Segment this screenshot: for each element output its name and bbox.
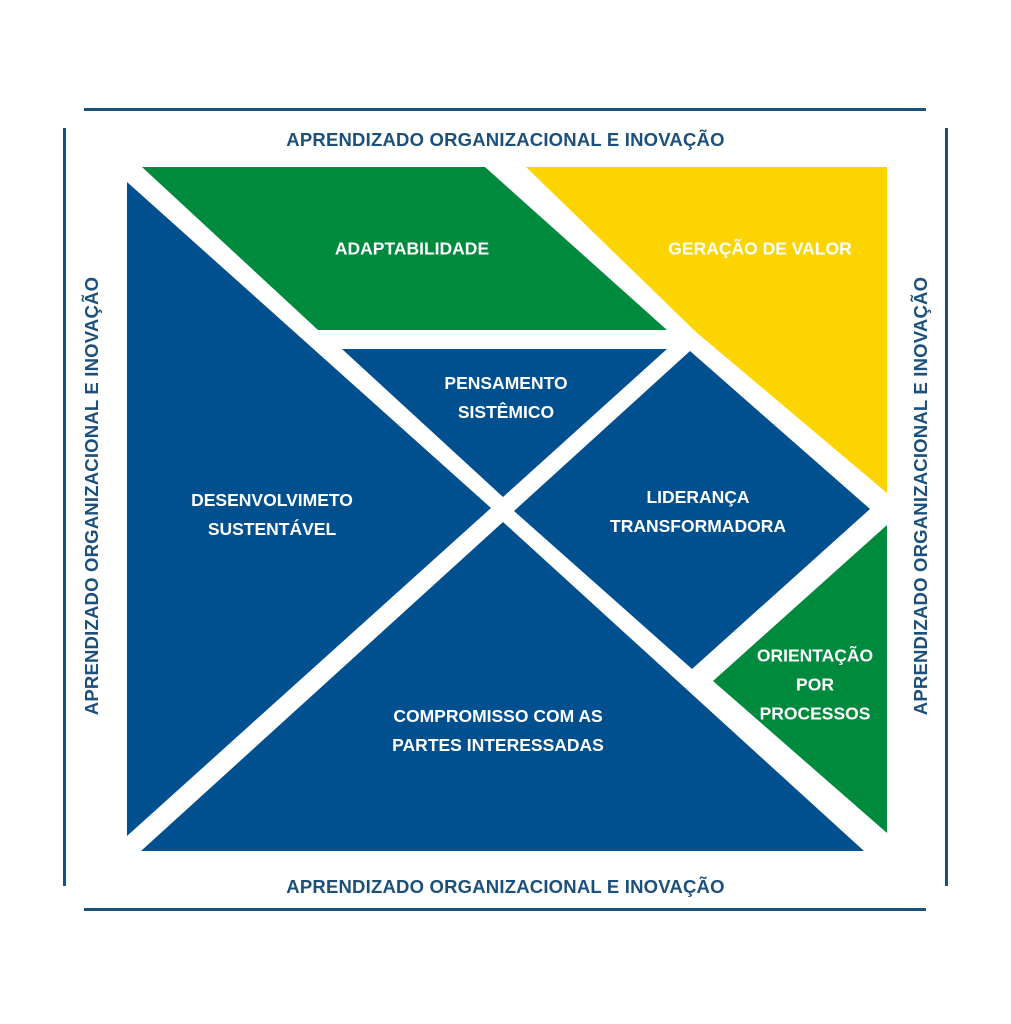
piece-label-line: TRANSFORMADORA: [610, 516, 786, 536]
piece-pensamento-sistemico: [342, 349, 667, 497]
frame-line-top: [84, 108, 926, 111]
piece-label-line: COMPROMISSO COM AS: [393, 706, 602, 726]
piece-lideranca-transformadora: [514, 351, 870, 669]
piece-label-line: ORIENTAÇÃO: [757, 645, 873, 666]
piece-label-line: GERAÇÃO DE VALOR: [668, 238, 852, 259]
piece-label-line: SISTÊMICO: [458, 401, 554, 422]
frame-label-bottom: APRENDIZADO ORGANIZACIONAL E INOVAÇÃO: [286, 876, 725, 897]
label-lideranca-transformadora: LIDERANÇA TRANSFORMADORA: [610, 487, 786, 536]
frame-line-right: [945, 128, 948, 886]
piece-label-line: SUSTENTÁVEL: [208, 518, 337, 539]
label-desenvolvimento-sustentavel: DESENVOLVIMETO SUSTENTÁVEL: [191, 490, 353, 539]
frame-label-top: APRENDIZADO ORGANIZACIONAL E INOVAÇÃO: [286, 129, 725, 150]
frame-line-left: [63, 128, 66, 886]
label-adaptabilidade: ADAPTABILIDADE: [335, 239, 489, 259]
piece-label-line: LIDERANÇA: [646, 487, 749, 507]
piece-label-line: PARTES INTERESSADAS: [392, 735, 604, 755]
piece-label-line: PENSAMENTO: [444, 373, 567, 393]
piece-compromisso-partes: [141, 522, 864, 851]
piece-label-line: PROCESSOS: [760, 704, 871, 724]
piece-orientacao-processos: [713, 525, 887, 833]
label-pensamento-sistemico: PENSAMENTO SISTÊMICO: [444, 373, 567, 422]
piece-adaptabilidade: [142, 167, 667, 330]
piece-label-line: POR: [796, 675, 834, 695]
label-compromisso-partes: COMPROMISSO COM AS PARTES INTERESSADAS: [392, 706, 604, 755]
piece-label-line: DESENVOLVIMETO: [191, 490, 353, 510]
piece-label-line: ADAPTABILIDADE: [335, 239, 489, 259]
label-geracao-valor: GERAÇÃO DE VALOR: [668, 238, 852, 259]
label-orientacao-processos: ORIENTAÇÃO POR PROCESSOS: [757, 645, 873, 724]
piece-desenvolvimento-sustentavel: [127, 182, 491, 836]
piece-geracao-valor: [526, 167, 887, 493]
frame-line-bottom: [84, 908, 926, 911]
